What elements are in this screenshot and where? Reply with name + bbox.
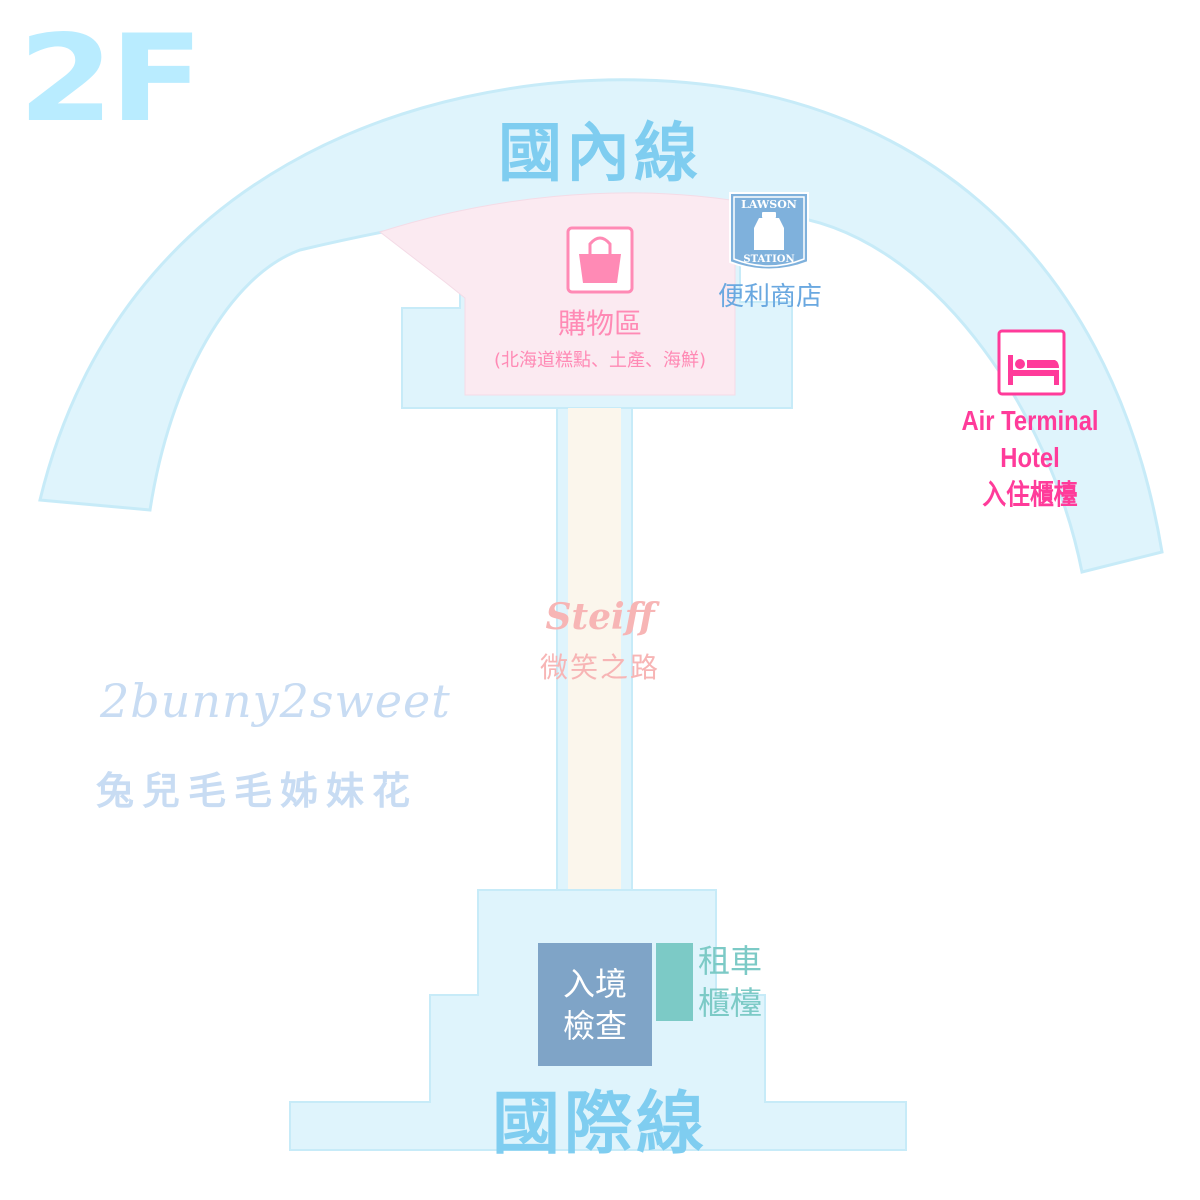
rental-car-label: 租車 櫃檯 — [698, 940, 788, 1024]
hotel-line-3: 入住櫃檯 — [982, 478, 1078, 511]
immigration-line-2: 檢查 — [562, 1006, 627, 1045]
watermark-zh: 兔兒毛毛姊妹花 — [96, 769, 419, 813]
steiff-brand: Steiff — [545, 596, 655, 638]
shopping-subtitle: (北海道糕點、土產、海鮮) — [493, 350, 707, 371]
watermark-en: 2bunny2sweet — [100, 674, 451, 728]
immigration-line-1: 入境 — [562, 964, 627, 1003]
convenience-store-label: 便利商店 — [717, 282, 822, 312]
bed-icon — [997, 329, 1066, 396]
walkway-label: 微笑之路 — [539, 651, 660, 684]
shopping-title: 購物區 — [557, 307, 642, 340]
lawson-logo-icon: LAWSON STATION — [729, 192, 809, 271]
shopping-area — [378, 192, 771, 396]
rental-line-1: 租車 — [698, 942, 763, 980]
hotel-line-2: Hotel — [1000, 442, 1060, 473]
lawson-logo-top: LAWSON — [741, 198, 797, 211]
immigration-counter: 入境 檢查 — [538, 943, 652, 1066]
hotel-label: Air Terminal Hotel 入住櫃檯 — [945, 402, 1115, 513]
walkway-floor — [568, 408, 621, 890]
hotel-line-1: Air Terminal — [961, 405, 1099, 436]
milk-can-icon — [754, 212, 784, 250]
floor-label: 2F — [18, 10, 204, 149]
domestic-label: 國內線 — [498, 117, 702, 191]
international-label: 國際線 — [491, 1085, 708, 1164]
rental-car-counter-block — [656, 943, 693, 1021]
domestic-wing — [38, 78, 1164, 574]
lawson-logo-bottom: STATION — [743, 254, 794, 265]
rental-line-2: 櫃檯 — [698, 984, 763, 1022]
shopping-bag-icon — [566, 226, 634, 294]
